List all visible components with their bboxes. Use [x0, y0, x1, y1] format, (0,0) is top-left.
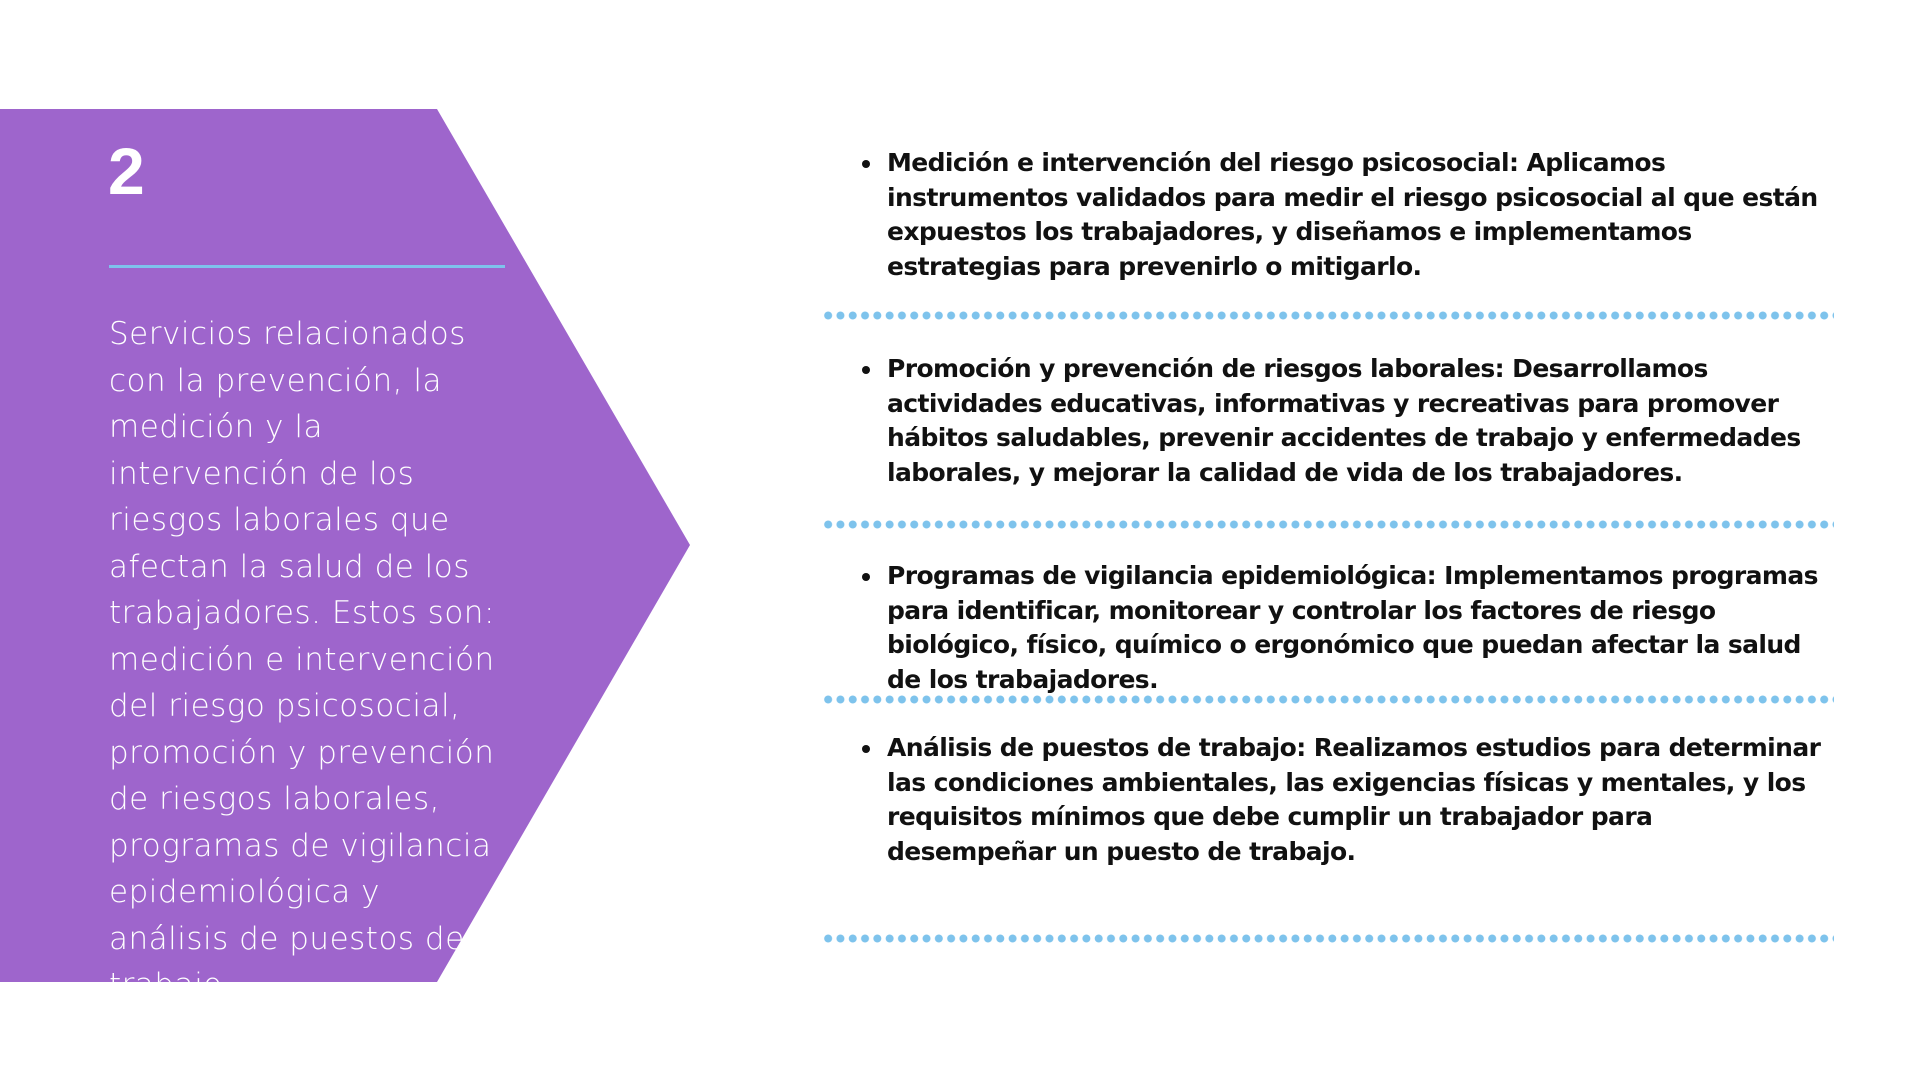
section-number-rule	[109, 265, 505, 268]
dotted-divider	[822, 695, 1834, 704]
dotted-divider	[822, 520, 1834, 529]
service-item: Análisis de puestos de trabajo: Realizam…	[822, 731, 1832, 869]
service-item-text: Análisis de puestos de trabajo: Realizam…	[887, 733, 1821, 866]
dotted-divider	[822, 934, 1834, 943]
bullet-icon	[862, 366, 870, 374]
section-intro-text: Servicios relacionados con la prevención…	[109, 316, 495, 1003]
section-number: 2	[108, 134, 145, 208]
service-item-text: Programas de vigilancia epidemiológica: …	[887, 561, 1818, 694]
bullet-icon	[862, 160, 870, 168]
service-item: Programas de vigilancia epidemiológica: …	[822, 559, 1832, 697]
bullet-icon	[862, 745, 870, 753]
dotted-divider	[822, 311, 1834, 320]
service-list: Medición e intervención del riesgo psico…	[822, 0, 1834, 1080]
service-item-text: Medición e intervención del riesgo psico…	[887, 148, 1818, 281]
service-item: Medición e intervención del riesgo psico…	[822, 146, 1832, 284]
service-item-text: Promoción y prevención de riesgos labora…	[887, 354, 1801, 487]
bullet-icon	[862, 573, 870, 581]
service-item: Promoción y prevención de riesgos labora…	[822, 352, 1832, 490]
